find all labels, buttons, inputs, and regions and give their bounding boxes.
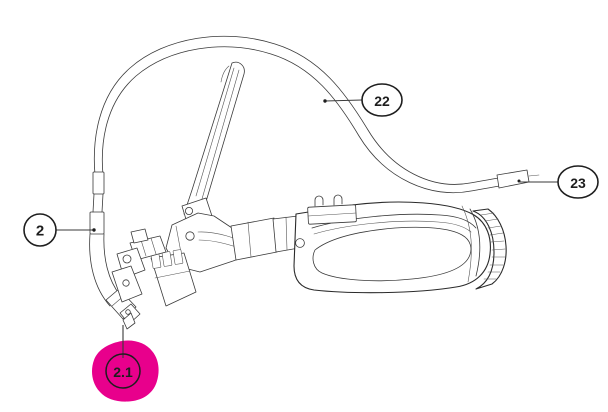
ribbed-end-cap — [472, 208, 507, 290]
callout-2-1-balloon[interactable] — [105, 353, 141, 389]
hose-sleeve-upper — [92, 171, 105, 195]
barrel-neck — [230, 215, 300, 261]
flexible-hose — [93, 35, 507, 194]
callout-22-anchor-dot — [323, 99, 327, 103]
callout-23-label: 23 — [570, 175, 586, 191]
valve-block — [111, 228, 197, 307]
callout-23-balloon[interactable] — [557, 165, 599, 199]
hose-end-fitting-lower — [105, 288, 141, 330]
callout-22-balloon[interactable] — [361, 83, 403, 117]
callout-23[interactable]: 23 — [519, 165, 599, 199]
adjustment-pins — [314, 194, 343, 207]
callout-2[interactable]: 2 — [23, 213, 96, 247]
trigger-lever — [181, 61, 245, 227]
callout-2-balloon[interactable] — [23, 213, 57, 247]
valve-slots — [150, 249, 184, 269]
hose-lower-left-segment — [89, 193, 121, 307]
callout-22-label: 22 — [374, 93, 390, 109]
callout-2-label: 2 — [36, 223, 44, 240]
callout-22[interactable]: 22 — [323, 83, 403, 117]
callout-2-1-highlight-blob — [92, 340, 159, 402]
end-cap-ribs — [480, 212, 506, 280]
callout-2-anchor-dot — [92, 228, 96, 232]
hose-end-fitting-right — [496, 169, 540, 189]
callout-22-leader — [324, 99, 363, 102]
top-mounted-block — [307, 194, 357, 225]
callout-2-1-label: 2.1 — [113, 364, 133, 380]
callout-2-1[interactable]: 2.1 — [92, 325, 159, 402]
